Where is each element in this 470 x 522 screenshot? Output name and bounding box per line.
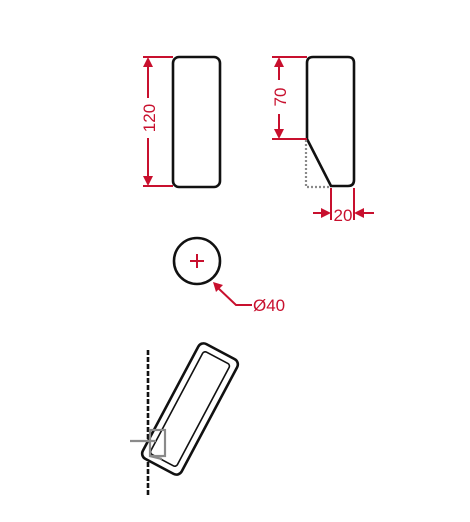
dimension-height-total-label: 120 (140, 104, 159, 132)
side-view-outline (305, 55, 356, 188)
wall-bracket (148, 428, 167, 458)
dimension-height-upper: 70 (271, 56, 307, 140)
front-view: 120 (140, 55, 222, 189)
dimension-diameter-label: Ø40 (253, 296, 285, 315)
dimension-diameter: Ø40 (213, 282, 285, 315)
dimension-depth: 20 (313, 188, 374, 225)
mounted-view (130, 342, 240, 496)
mounted-body-inner (149, 351, 231, 467)
dimension-depth-label: 20 (334, 206, 353, 225)
top-view: Ø40 (172, 236, 285, 315)
dimension-height-total: 120 (140, 56, 173, 187)
bracket-foot (149, 454, 163, 461)
dimension-height-upper-label: 70 (271, 88, 290, 107)
front-view-outline (171, 55, 222, 189)
side-view: 70 20 (271, 55, 374, 225)
